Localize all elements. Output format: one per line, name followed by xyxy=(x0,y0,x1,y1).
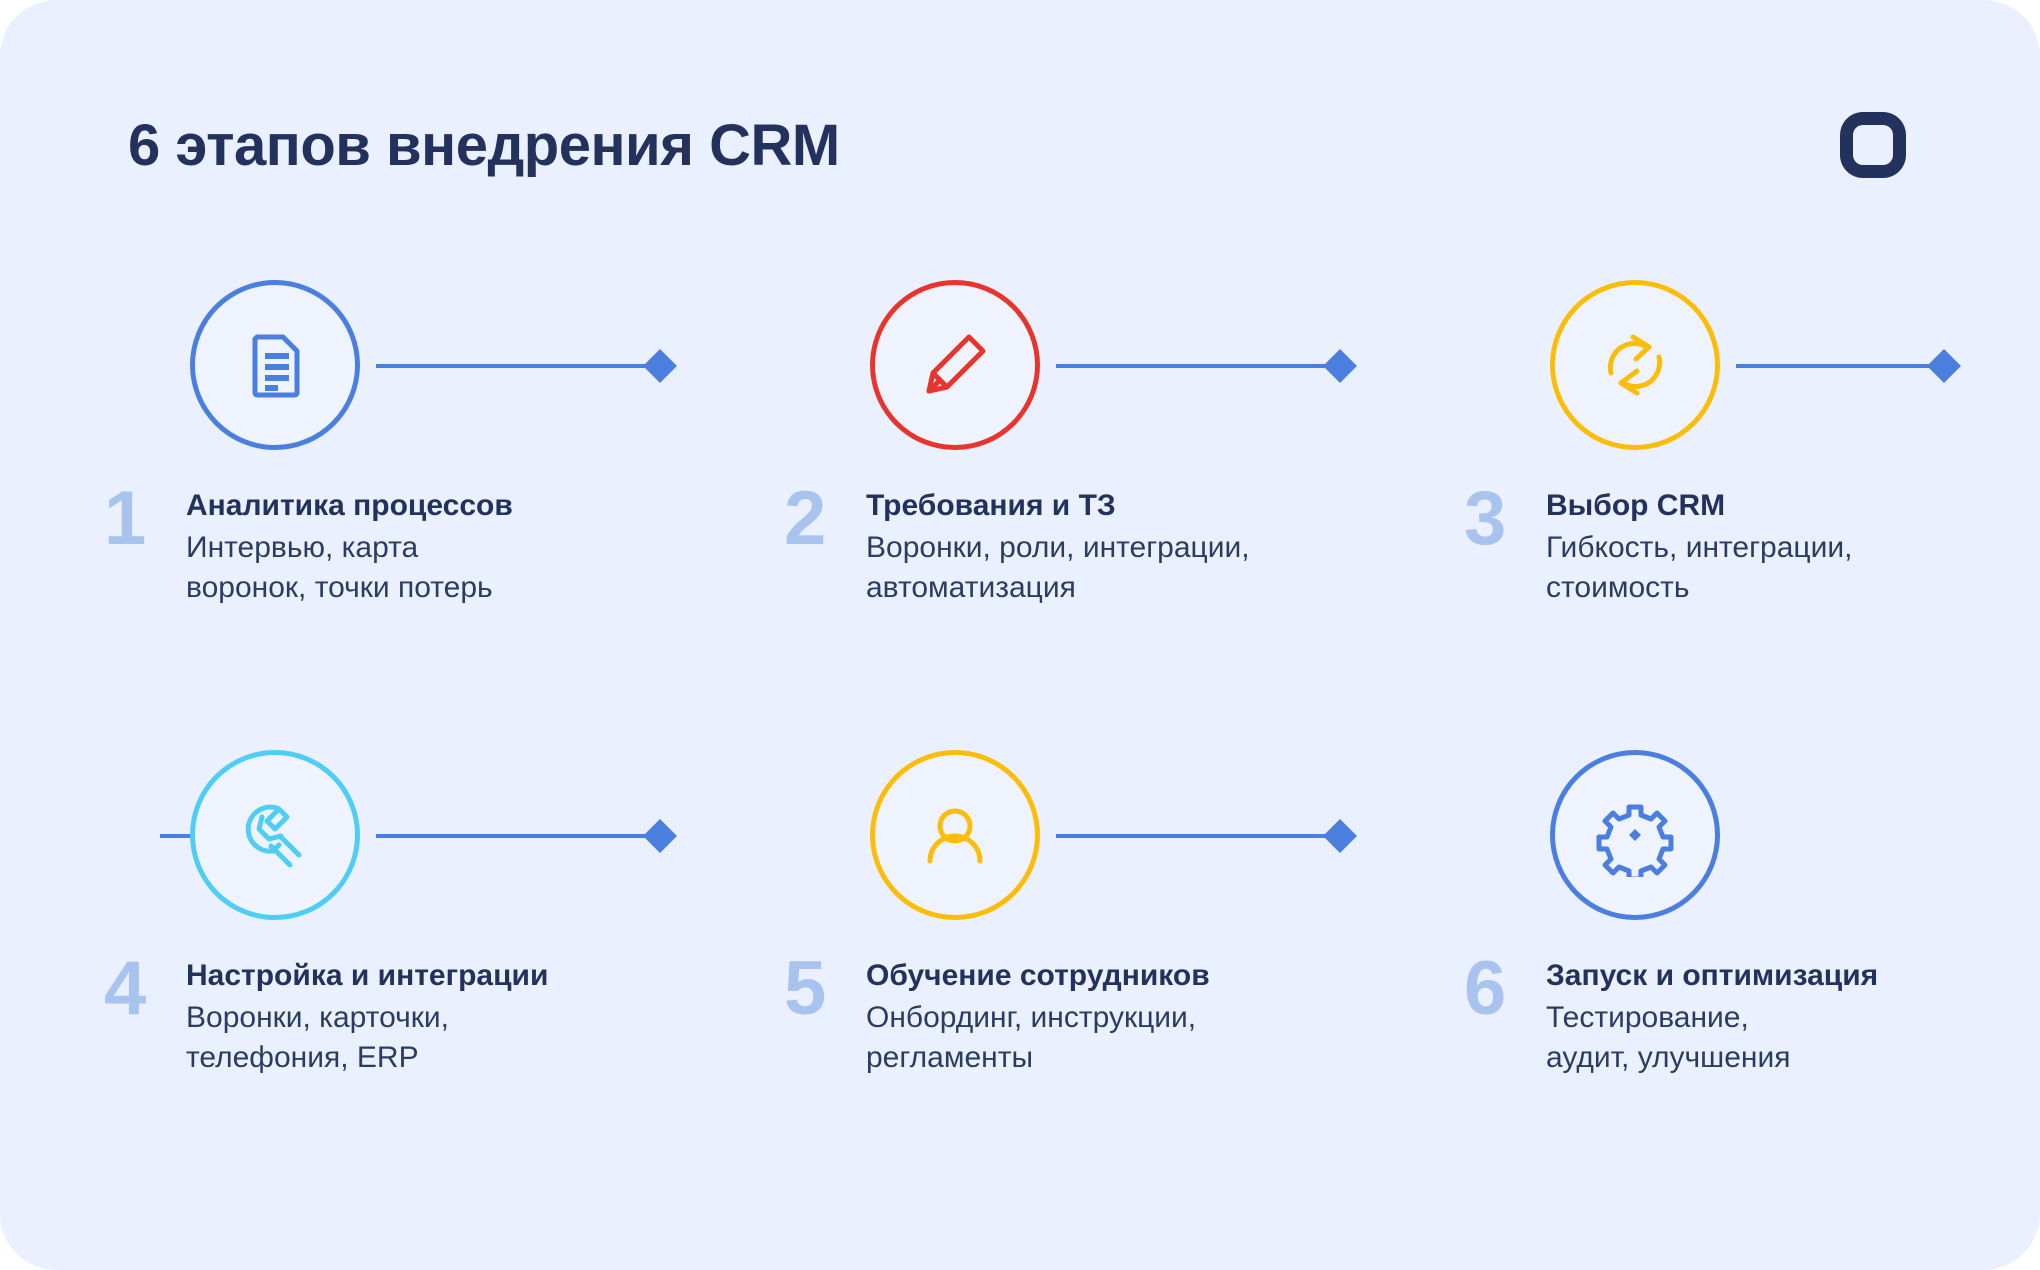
step-icon-wrap-5 xyxy=(870,750,1040,920)
connector-line-1-2 xyxy=(376,364,652,368)
step-icon-wrap-4 xyxy=(190,750,360,920)
step-title-5: Обучение сотрудников xyxy=(866,959,1210,992)
step-card-6[interactable]: 6 Запуск и оптимизация Тестирование,ауди… xyxy=(1360,710,2040,1180)
step-number-6: 6 xyxy=(1464,946,1507,1031)
step-icon-wrap-1 xyxy=(190,280,360,450)
page-title: 6 этапов внедрения CRM xyxy=(128,112,840,178)
gear-icon xyxy=(1550,750,1720,920)
step-card-4[interactable]: 4 Настройка и интеграции Воронки, карточ… xyxy=(0,710,680,1180)
step-desc-6: Тестирование,аудит, улучшения xyxy=(1546,1001,1791,1075)
step-card-5[interactable]: 5 Обучение сотрудников Онбординг, инстру… xyxy=(680,710,1360,1180)
step-title-2: Требования и ТЗ xyxy=(866,489,1116,522)
sync-arrows-icon xyxy=(1550,280,1720,450)
wrench-icon xyxy=(190,750,360,920)
header: 6 этапов внедрения CRM xyxy=(128,90,1912,200)
step-text-5: 5 Обучение сотрудников Онбординг, инстру… xyxy=(784,946,1344,1078)
step-number-3: 3 xyxy=(1464,476,1507,561)
step-title-6: Запуск и оптимизация xyxy=(1546,959,1879,992)
connector-line-3-end xyxy=(1736,364,1936,368)
connector-line-5-6 xyxy=(1056,834,1332,838)
step-title-1: Аналитика процессов xyxy=(186,489,513,522)
pencil-icon xyxy=(870,280,1040,450)
step-desc-2: Воронки, роли, интеграции,автоматизация xyxy=(866,531,1250,605)
user-person-icon xyxy=(870,750,1040,920)
step-desc-4: Воронки, карточки,телефония, ERP xyxy=(186,1001,449,1075)
step-card-3[interactable]: 3 Выбор CRM Гибкость, интеграции,стоимос… xyxy=(1360,240,2040,710)
step-number-2: 2 xyxy=(784,476,827,561)
step-desc-5: Онбординг, инструкции,регламенты xyxy=(866,1001,1197,1075)
connector-arrow-4-5 xyxy=(643,819,677,853)
steps-row-2: 4 Настройка и интеграции Воронки, карточ… xyxy=(0,710,2040,1180)
step-number-5: 5 xyxy=(784,946,827,1031)
step-text-3: 3 Выбор CRM Гибкость, интеграции,стоимос… xyxy=(1464,476,2024,608)
step-text-6: 6 Запуск и оптимизация Тестирование,ауди… xyxy=(1464,946,2024,1078)
step-number-4: 4 xyxy=(104,946,147,1031)
step-icon-wrap-6 xyxy=(1550,750,1720,920)
connector-arrow-3-end xyxy=(1927,349,1961,383)
connector-line-2-3 xyxy=(1056,364,1332,368)
step-text-2: 2 Требования и ТЗ Воронки, роли, интегра… xyxy=(784,476,1344,608)
connector-line-4-5 xyxy=(376,834,652,838)
document-lines-icon xyxy=(190,280,360,450)
step-card-2[interactable]: 2 Требования и ТЗ Воронки, роли, интегра… xyxy=(680,240,1360,710)
step-number-1: 1 xyxy=(104,476,147,561)
step-title-3: Выбор CRM xyxy=(1546,489,1726,522)
step-icon-wrap-3 xyxy=(1550,280,1720,450)
step-desc-3: Гибкость, интеграции,стоимость xyxy=(1546,531,1853,605)
connector-arrow-2-3 xyxy=(1323,349,1357,383)
rotating-square-logo-icon xyxy=(1834,106,1912,184)
step-text-4: 4 Настройка и интеграции Воронки, карточ… xyxy=(104,946,664,1078)
step-icon-wrap-2 xyxy=(870,280,1040,450)
connector-arrow-5-6 xyxy=(1323,819,1357,853)
step-title-4: Настройка и интеграции xyxy=(186,959,549,992)
connector-arrow-1-2 xyxy=(643,349,677,383)
